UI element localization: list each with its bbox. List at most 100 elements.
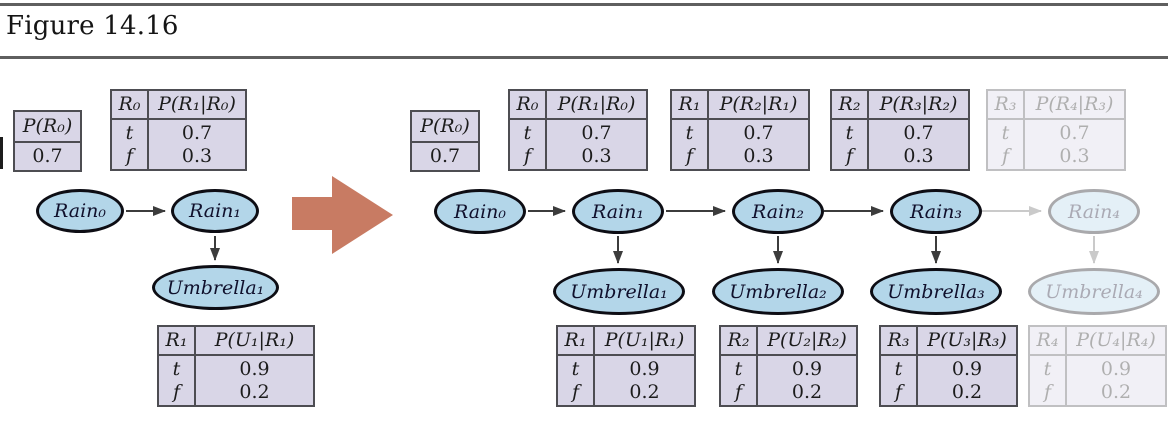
cpt-transition-2: R₁ P(R₂|R₁) t f 0.7 0.3: [670, 89, 810, 171]
prob-t: 0.9: [1100, 358, 1132, 380]
prob-f: 0.2: [791, 381, 823, 403]
prob-f: 0.2: [629, 381, 660, 403]
node-rain3: Rain₃: [890, 189, 982, 234]
prior-value: 0.7: [429, 145, 461, 167]
figure-title: Figure 14.16: [6, 11, 179, 41]
cpt-header: P(U₄|R₄): [1076, 329, 1156, 351]
cpt-transition-3: R₂ P(R₃|R₂) t f 0.7 0.3: [830, 89, 970, 171]
prob-f: 0.2: [1100, 381, 1132, 403]
node-umbrella3: Umbrella₃: [870, 268, 1002, 315]
prior-value: 0.7: [32, 145, 63, 167]
cond-f: f: [734, 381, 743, 403]
node-label: Rain₃: [910, 200, 962, 223]
prob-t: 0.9: [951, 358, 983, 380]
cpt-cond-var: R₂: [832, 91, 869, 118]
node-label: Rain₀: [54, 200, 106, 222]
cpt-cond-var: R₂: [721, 327, 758, 354]
cond-t: t: [172, 358, 181, 380]
prob-t: 0.9: [791, 358, 823, 380]
prob-t: 0.9: [239, 358, 270, 380]
cond-t: t: [125, 122, 134, 144]
node-label: Rain₀: [454, 200, 506, 223]
cpt-header: P(R₂|R₁): [719, 93, 798, 115]
node-label: Umbrella₁: [166, 276, 265, 299]
node-rain0-left: Rain₀: [36, 189, 124, 233]
cpt-transition-4-faded: R₃ P(R₄|R₃) t f 0.7 0.3: [986, 89, 1126, 171]
cpt-cond-var: R₀: [510, 91, 547, 118]
cond-t: t: [734, 358, 743, 380]
node-rain4-faded: Rain₄: [1048, 189, 1140, 234]
cpt-transition-1: R₀ P(R₁|R₀) t f 0.7 0.3: [508, 89, 648, 171]
cond-t: t: [523, 122, 532, 144]
prob-f: 0.3: [903, 145, 934, 167]
node-label: Rain₁: [592, 200, 644, 223]
cpt-transition-left: R₀ P(R₁|R₀) t f 0.7 0.3: [110, 89, 247, 171]
cpt-cond-var: R₁: [159, 327, 196, 354]
prior-table-right: P(R₀) 0.7: [410, 110, 480, 172]
cpt-sensor-2: R₂ P(U₂|R₂) t f 0.9 0.2: [719, 325, 858, 407]
cond-f: f: [845, 145, 854, 167]
node-rain1: Rain₁: [572, 189, 664, 234]
node-umbrella2: Umbrella₂: [712, 268, 844, 315]
cpt-cond-var: R₁: [672, 91, 709, 118]
big-right-arrow-icon: [292, 176, 393, 254]
node-label: Rain₁: [189, 200, 241, 222]
cond-f: f: [571, 381, 580, 403]
prob-f: 0.3: [581, 145, 612, 167]
cpt-sensor-4-faded: R₄ P(U₄|R₄) t f 0.9 0.2: [1028, 325, 1167, 407]
cpt-sensor-1: R₁ P(U₁|R₁) t f 0.9 0.2: [556, 325, 696, 407]
cond-t: t: [845, 122, 854, 144]
cpt-cond-var: R₀: [112, 91, 149, 118]
cond-f: f: [894, 381, 903, 403]
cond-f: f: [1001, 145, 1010, 167]
cond-f: f: [523, 145, 532, 167]
node-rain1-left: Rain₁: [171, 189, 259, 233]
cond-t: t: [894, 358, 903, 380]
cpt-header: P(R₃|R₂): [879, 93, 958, 115]
prob-t: 0.9: [629, 358, 660, 380]
cpt-cond-var: R₃: [988, 91, 1025, 118]
node-label: Umbrella₁: [570, 280, 668, 303]
prob-t: 0.7: [581, 122, 612, 144]
cpt-header: P(R₄|R₃): [1035, 93, 1114, 115]
node-umbrella1-left: Umbrella₁: [152, 265, 279, 310]
cpt-cond-var: R₄: [1030, 327, 1067, 354]
cpt-cond-var: R₁: [558, 327, 595, 354]
prob-t: 0.7: [903, 122, 934, 144]
node-label: Umbrella₃: [887, 280, 985, 303]
prob-t: 0.7: [1059, 122, 1090, 144]
cond-t: t: [685, 122, 694, 144]
cpt-header: P(R₁|R₀): [557, 93, 636, 115]
node-label: Rain₄: [1068, 200, 1120, 223]
prior-table-left: P(R₀) 0.7: [13, 110, 82, 172]
cpt-sensor-left: R₁ P(U₁|R₁) t f 0.9 0.2: [157, 325, 315, 407]
prob-f: 0.3: [743, 145, 774, 167]
prior-header: P(R₀): [15, 112, 80, 143]
page-edge-artifact: [0, 137, 3, 169]
cpt-header: P(U₁|R₁): [214, 329, 295, 351]
node-label: Umbrella₄: [1045, 280, 1143, 303]
cond-f: f: [125, 145, 134, 167]
cond-t: t: [1043, 358, 1052, 380]
node-rain2: Rain₂: [732, 189, 824, 234]
prob-f: 0.3: [1059, 145, 1090, 167]
cpt-sensor-3: R₃ P(U₃|R₃) t f 0.9 0.2: [879, 325, 1018, 407]
prob-f: 0.2: [951, 381, 983, 403]
node-umbrella1: Umbrella₁: [553, 268, 685, 315]
cpt-header: P(R₁|R₀): [158, 93, 236, 115]
cpt-cond-var: R₃: [881, 327, 918, 354]
cpt-header: P(U₃|R₃): [927, 329, 1007, 351]
cond-f: f: [1043, 381, 1052, 403]
title-rule: [0, 56, 1168, 59]
prior-header: P(R₀): [412, 112, 478, 143]
cond-t: t: [571, 358, 580, 380]
prob-f: 0.3: [181, 145, 213, 167]
cond-f: f: [685, 145, 694, 167]
node-umbrella4-faded: Umbrella₄: [1028, 268, 1160, 315]
cond-f: f: [172, 381, 181, 403]
prob-t: 0.7: [743, 122, 774, 144]
node-rain0: Rain₀: [434, 189, 526, 234]
prob-f: 0.2: [239, 381, 270, 403]
cpt-header: P(U₂|R₂): [767, 329, 847, 351]
